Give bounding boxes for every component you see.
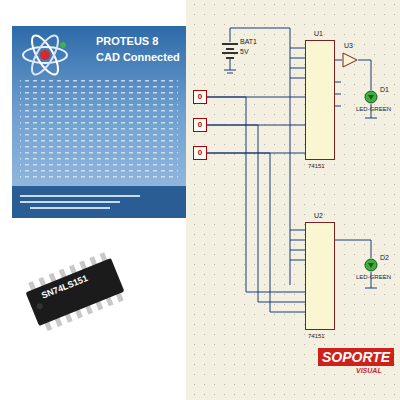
logic-value: 0 (198, 121, 202, 129)
ic-74151: U274151 (305, 222, 335, 330)
proteus-splash (12, 26, 186, 218)
battery-symbol (222, 44, 238, 58)
part-value: 74151 (308, 333, 325, 339)
part-ref: D2 (380, 254, 389, 261)
wire (358, 60, 371, 90)
grid-dots (186, 0, 400, 400)
wire (335, 60, 342, 61)
wire (207, 97, 305, 292)
buffer-gate: U3 (342, 52, 358, 68)
logo-text: SOPORTE (318, 348, 394, 366)
part-value: LED-GREEN (356, 106, 391, 112)
logic-state: 0 (193, 90, 207, 104)
wire (207, 153, 305, 312)
logic-state: 0 (193, 146, 207, 160)
product-subtitle: CAD Connected (96, 52, 180, 63)
part-ref: D1 (380, 86, 389, 93)
logic-value: 0 (198, 149, 202, 157)
logic-value: 0 (198, 93, 202, 101)
part-ref: U2 (314, 212, 323, 219)
led-green: D2LED-GREEN (364, 258, 378, 272)
schematic-sheet (186, 0, 400, 400)
gate-outline (342, 52, 358, 68)
logic-state: 0 (193, 118, 207, 132)
wire (335, 240, 371, 258)
part-ref: U3 (344, 42, 353, 49)
ic-chip-photo (23, 251, 128, 334)
part-value: 74151 (308, 163, 325, 169)
led-outline (364, 258, 378, 272)
part-ref: BAT1 (240, 38, 257, 45)
logo-text: VISUAL (356, 367, 382, 374)
led-green: D1LED-GREEN (364, 90, 378, 104)
part-ref: U1 (314, 30, 323, 37)
wire (207, 125, 305, 302)
supply-wires (224, 28, 377, 288)
product-title: PROTEUS 8 (96, 36, 158, 47)
ic-74151: U174151 (305, 40, 335, 160)
part-value: 5V (240, 48, 249, 55)
part-value: LED-GREEN (356, 274, 391, 280)
led-outline (364, 90, 378, 104)
